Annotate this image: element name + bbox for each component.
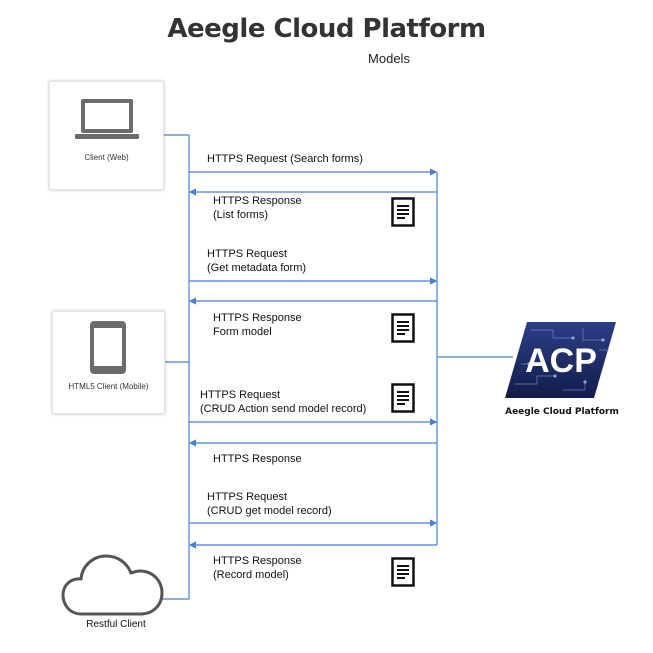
message-4: HTTPS Response Form model: [213, 311, 302, 339]
acp-logo-text: ACP: [525, 342, 597, 380]
message-1: HTTPS Request (Search forms): [207, 152, 363, 166]
message-7: HTTPS Request (CRUD get model record): [207, 490, 332, 518]
message-3: HTTPS Request (Get metadata form): [207, 247, 306, 275]
web-client-label: Client (Web): [84, 153, 129, 162]
message-2: HTTPS Response (List forms): [213, 194, 302, 222]
message-8-line1: HTTPS Response: [213, 555, 302, 567]
message-2-line1: HTTPS Response: [213, 195, 302, 207]
document-icon: [391, 557, 415, 587]
message-4-line2: Form model: [213, 326, 272, 338]
page-subtitle: Models: [368, 51, 410, 66]
page-title: Aeegle Cloud Platform: [167, 14, 486, 44]
message-8: HTTPS Response (Record model): [213, 554, 302, 582]
document-icon: [391, 313, 415, 343]
laptop-icon: [75, 99, 139, 139]
cloud-icon: [61, 554, 164, 616]
mobile-client-label: HTML5 Client (Mobile): [68, 382, 149, 391]
message-5-line1: HTTPS Request: [200, 389, 281, 401]
message-1-line1: HTTPS Request (Search forms): [207, 153, 363, 165]
document-icon: [391, 383, 415, 413]
message-3-line2: (Get metadata form): [207, 262, 307, 274]
message-4-line1: HTTPS Response: [213, 312, 302, 324]
acp-logo: ACP: [505, 322, 616, 398]
acp-caption: Aeegle Cloud Platform: [505, 407, 619, 417]
message-6-line1: HTTPS Response: [213, 453, 302, 465]
web-client-card: Client (Web): [49, 81, 164, 190]
mobile-client-card: HTML5 Client (Mobile): [52, 311, 165, 414]
message-7-line2: (CRUD get model record): [207, 505, 332, 517]
message-5-line2: (CRUD Action send model record): [200, 403, 367, 415]
message-6: HTTPS Response: [213, 452, 302, 466]
message-8-line2: (Record model): [213, 569, 289, 581]
document-icon: [391, 197, 415, 227]
client-bus-line: [162, 134, 190, 600]
message-2-line2: (List forms): [213, 209, 268, 221]
restful-client-label: Restful Client: [86, 619, 146, 630]
message-7-line1: HTTPS Request: [207, 491, 288, 503]
message-5: HTTPS Request (CRUD Action send model re…: [200, 388, 366, 416]
message-3-line1: HTTPS Request: [207, 248, 288, 260]
mobile-phone-icon: [90, 321, 126, 374]
